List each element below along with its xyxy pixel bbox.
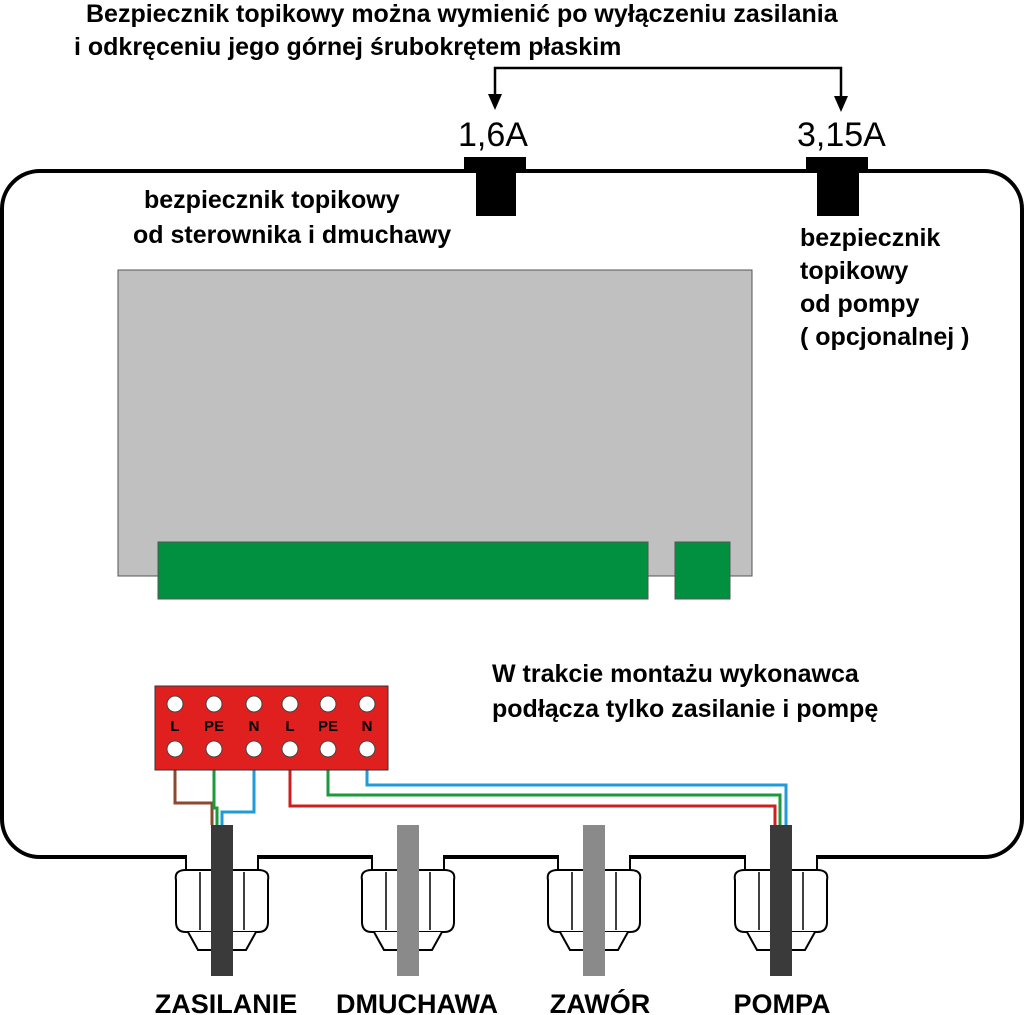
small-connector	[674, 541, 731, 600]
terminal-screw-bottom-4	[281, 740, 299, 758]
terminal-screw-top-5	[319, 695, 337, 713]
fuse1-body	[476, 171, 516, 216]
cable-zasilanie	[211, 825, 233, 976]
fuse2-label-line2: topikowy	[800, 257, 908, 285]
terminal-screw-bottom-2	[205, 740, 223, 758]
terminal-label-6: N	[362, 718, 373, 735]
fuse1-holder	[464, 157, 526, 171]
wire-pump-PE	[326, 765, 782, 825]
gland-label-zawor: ZAWÓR	[550, 988, 651, 1015]
arrowhead-left	[488, 94, 502, 110]
arrowhead-right	[834, 96, 848, 112]
fuse2-rating: 3,15A	[797, 116, 886, 154]
wire-pump-L	[288, 765, 777, 825]
terminal-label-3: N	[249, 718, 260, 735]
gland-label-dmuchawa: DMUCHAWA	[336, 989, 498, 1015]
fuse2-label-line3: od pompy	[800, 290, 920, 318]
terminal-block: L PE N L PE N	[154, 685, 389, 771]
terminal-screw-bottom-1	[166, 740, 184, 758]
terminal-screw-top-1	[166, 695, 184, 713]
install-note-line2: podłącza tylko zasilanie i pompę	[492, 695, 878, 723]
cable-zawor	[583, 825, 605, 976]
fuse2-label-line1: bezpiecznik	[800, 224, 940, 252]
controller-board	[117, 269, 753, 577]
fuse1-label-line1: bezpiecznik topikowy	[144, 186, 400, 214]
fuse2-holder	[806, 157, 868, 171]
terminal-label-1: L	[170, 718, 179, 735]
wire-supply-L	[173, 765, 214, 825]
gland-label-zasilanie: ZASILANIE	[155, 989, 298, 1015]
fuse2-label-line4: ( opcjonalnej )	[800, 323, 969, 351]
cable-dmuchawa	[397, 825, 419, 976]
install-note-line1: W trakcie montażu wykonawca	[492, 660, 860, 688]
terminal-label-4: L	[285, 718, 294, 735]
terminal-screw-bottom-3	[245, 740, 263, 758]
fuse1-label-line2: od sterownika i dmuchawy	[133, 221, 451, 249]
fuse-pointer-arrows	[493, 66, 843, 98]
main-connector	[157, 541, 649, 600]
cable-pompa	[770, 825, 792, 976]
wire-pump-N	[365, 765, 788, 825]
wire-supply-N	[220, 765, 256, 825]
terminal-screw-top-4	[281, 695, 299, 713]
wires	[173, 765, 788, 825]
top-note-line1: Bezpiecznik topikowy można wymienić po w…	[86, 0, 839, 28]
terminal-block-body	[154, 685, 389, 771]
wire-supply-PE	[212, 765, 219, 825]
terminal-screw-top-2	[205, 695, 223, 713]
fuse1-rating: 1,6A	[458, 116, 528, 154]
terminal-screw-top-3	[245, 695, 263, 713]
gland-label-pompa: POMPA	[733, 989, 830, 1015]
terminal-screw-bottom-5	[319, 740, 337, 758]
terminal-screw-top-6	[358, 695, 376, 713]
fuse2-body	[817, 171, 859, 216]
terminal-screw-bottom-6	[358, 740, 376, 758]
terminal-label-5: PE	[318, 718, 338, 735]
top-note-line2: i odkręceniu jego górnej śrubokrętem pła…	[74, 33, 621, 61]
terminal-label-2: PE	[204, 718, 224, 735]
